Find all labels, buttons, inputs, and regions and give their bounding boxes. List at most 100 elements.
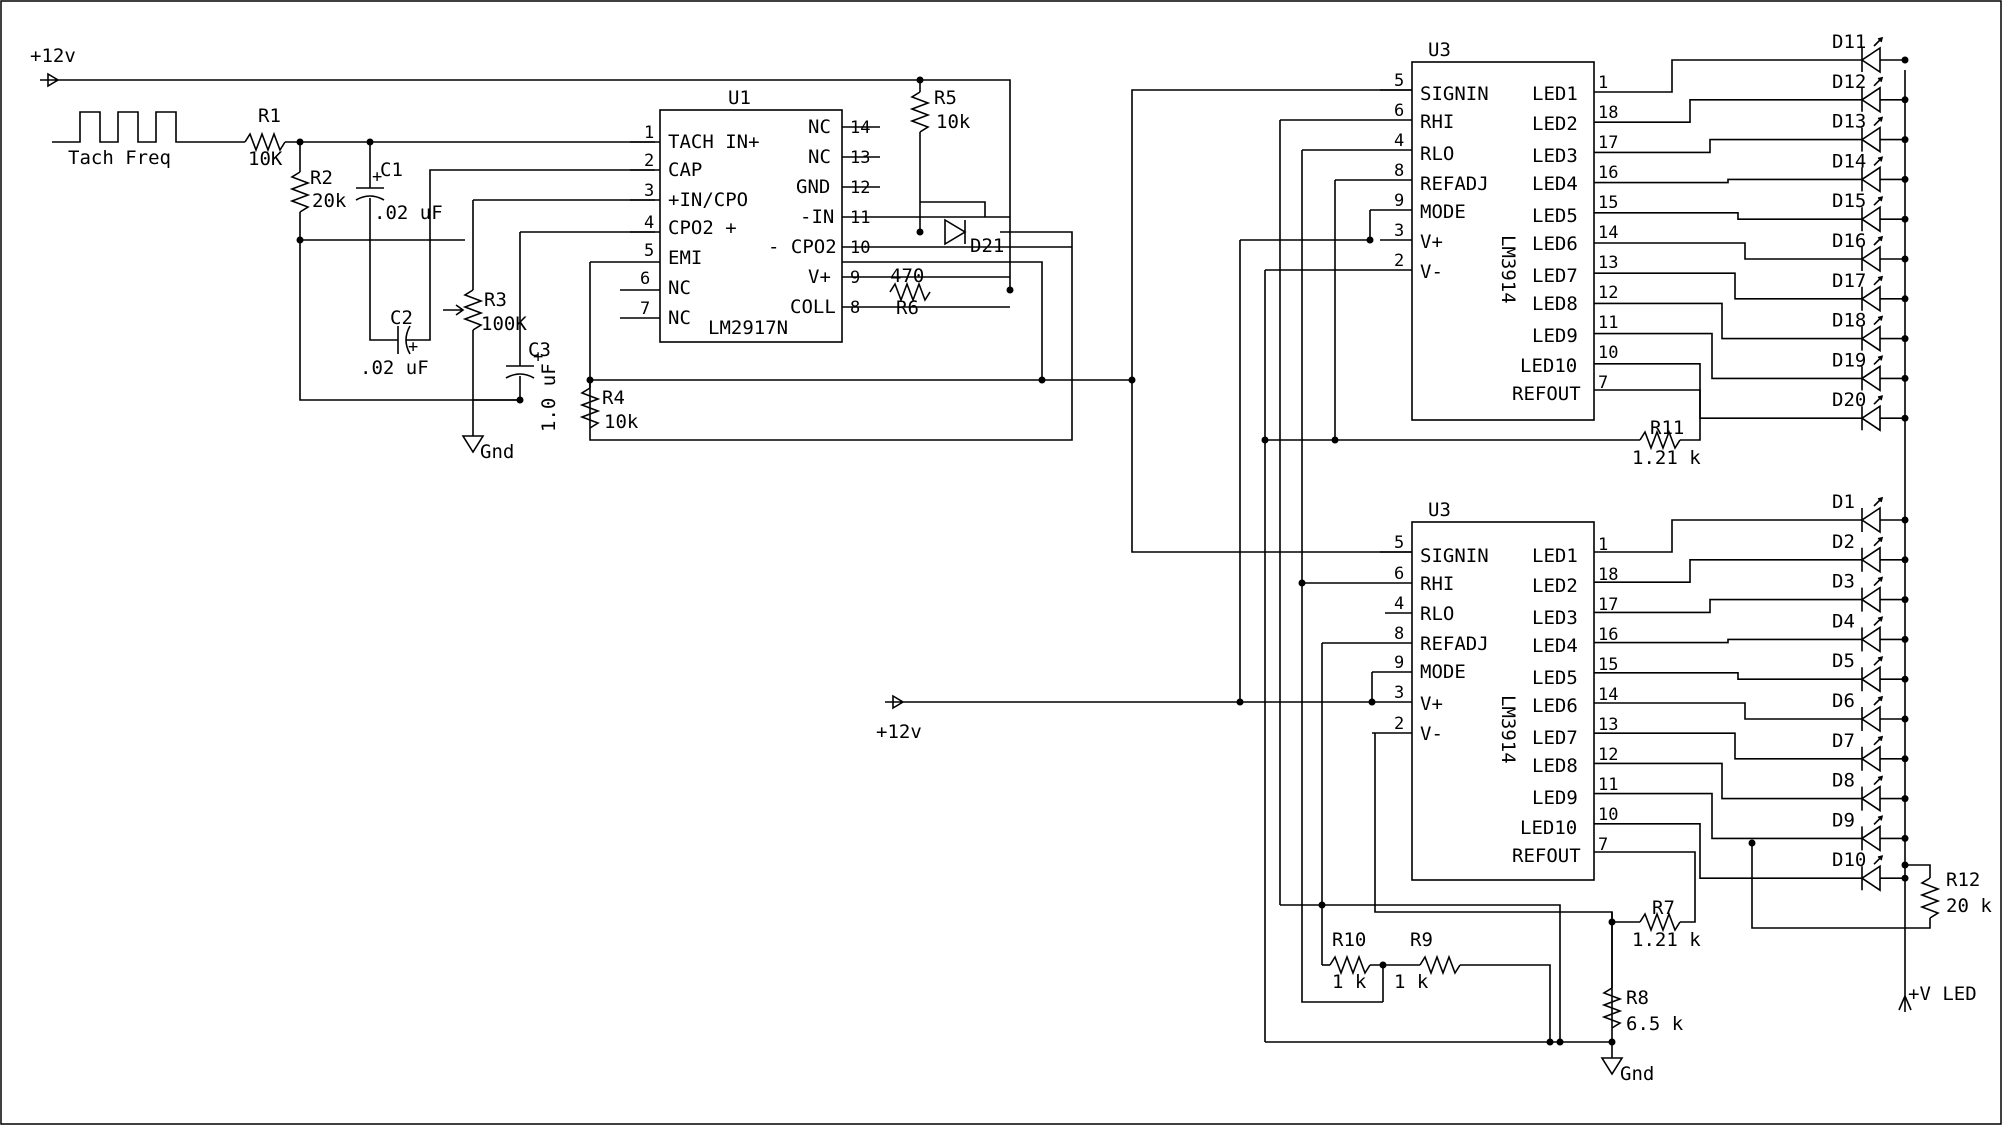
light-emission-icon bbox=[1873, 496, 1884, 507]
led-label: D1 bbox=[1832, 491, 1855, 513]
r8-ref: R8 bbox=[1626, 987, 1649, 1009]
ic-u3-top-body bbox=[1411, 61, 1595, 421]
u3-bottom-designator: U3 bbox=[1428, 499, 1451, 521]
u3t-pin-label: LED7 bbox=[1532, 265, 1578, 287]
u3b-pin-num: 12 bbox=[1598, 745, 1618, 765]
r6-ref: R6 bbox=[896, 297, 919, 319]
u3t-pin-label: V+ bbox=[1420, 231, 1443, 253]
u1-pin-label: EMI bbox=[668, 247, 702, 269]
u1-pin-label: - CPO2 bbox=[768, 236, 837, 258]
u3b-right-pins: LED1 1 LED2 18 LED3 17 LED4 16 LED5 15 L… bbox=[1512, 535, 1618, 867]
u1-right-pins: NC 14 NC 13 GND 12 -IN 11 - CPO2 10 V+ 9… bbox=[768, 116, 1072, 318]
r7-ref: R7 bbox=[1652, 897, 1675, 919]
r12-value: 20 k bbox=[1946, 895, 1992, 917]
wire bbox=[920, 201, 986, 217]
led-label: D5 bbox=[1832, 650, 1855, 672]
u3t-pin-label: REFADJ bbox=[1420, 173, 1489, 195]
led-diode bbox=[1848, 735, 1905, 773]
r1-value: 10K bbox=[248, 148, 283, 170]
u3b-pin-num: 8 bbox=[1394, 624, 1404, 644]
c2-ref: C2 bbox=[390, 307, 413, 329]
junction bbox=[916, 228, 924, 236]
wire-vplus-top bbox=[1239, 239, 1370, 700]
u3t-pin-label: RHI bbox=[1420, 111, 1454, 133]
potentiometer-r3 bbox=[462, 289, 484, 331]
wire-r3-top bbox=[472, 199, 655, 290]
u1-pin-label: NC bbox=[668, 277, 691, 299]
light-emission-icon bbox=[1873, 536, 1884, 547]
u3-bottom-section: U3 LM3914 5 SIGNIN 6 RHI 4 RLO 8 REFADJ … bbox=[1265, 491, 1909, 1085]
d21-ref: D21 bbox=[970, 235, 1004, 257]
led-label: D18 bbox=[1832, 310, 1866, 332]
r7-value: 1.21 k bbox=[1632, 929, 1701, 951]
led-diode bbox=[1848, 76, 1905, 114]
u1-pin-num: 2 bbox=[644, 151, 654, 171]
u3b-pin-num: 15 bbox=[1598, 655, 1618, 675]
u3b-pin-label: V+ bbox=[1420, 693, 1443, 715]
r8-value: 6.5 k bbox=[1626, 1013, 1684, 1035]
led-label: D11 bbox=[1832, 31, 1866, 53]
u3t-pin-label: REFOUT bbox=[1512, 383, 1581, 405]
r9-ref: R9 bbox=[1410, 929, 1433, 951]
u3t-pin-label: LED10 bbox=[1520, 355, 1577, 377]
supply-label-mid: +12v bbox=[876, 721, 922, 743]
led-label: D9 bbox=[1832, 809, 1855, 831]
u3b-pin-label: SIGNIN bbox=[1420, 545, 1489, 567]
u3b-pin-label: LED1 bbox=[1532, 545, 1578, 567]
u3t-pin-label: LED6 bbox=[1532, 233, 1578, 255]
u3t-pin-num: 12 bbox=[1598, 283, 1618, 303]
u1-pin-num: 9 bbox=[850, 268, 860, 288]
r10-value: 1 k bbox=[1332, 971, 1367, 993]
u3b-pin-label: V- bbox=[1420, 723, 1443, 745]
u3t-pin-label: LED3 bbox=[1532, 145, 1578, 167]
u3b-pin-label: REFOUT bbox=[1512, 845, 1581, 867]
wire-rhi-bot bbox=[1301, 583, 1383, 1003]
ground-icon bbox=[461, 435, 485, 454]
r12-ref: R12 bbox=[1946, 869, 1980, 891]
led-diode bbox=[1848, 395, 1905, 432]
led-label: D10 bbox=[1832, 849, 1866, 871]
u3t-pin-label: LED5 bbox=[1532, 205, 1578, 227]
wire-emi-loop bbox=[589, 231, 1073, 441]
led-diode bbox=[1848, 775, 1905, 813]
u3t-pin-num: 3 bbox=[1394, 221, 1404, 241]
r10-ref: R10 bbox=[1332, 929, 1366, 951]
junction bbox=[1546, 1038, 1554, 1046]
light-emission-icon bbox=[1873, 156, 1884, 166]
junction bbox=[1748, 839, 1756, 847]
u1-pin-num: 3 bbox=[644, 181, 654, 201]
r11-ref: R11 bbox=[1650, 417, 1684, 439]
resistor-r1 bbox=[244, 131, 286, 153]
u3b-pin-num: 4 bbox=[1394, 594, 1404, 614]
u3b-pin-num: 6 bbox=[1394, 564, 1404, 584]
light-emission-icon bbox=[1873, 275, 1884, 286]
gnd-label-left: Gnd bbox=[480, 441, 514, 463]
u1-pin-label: +IN/CPO bbox=[668, 189, 748, 211]
resistor-r5 bbox=[909, 91, 931, 133]
led-diode bbox=[1848, 695, 1905, 733]
u3t-pin-label: LED8 bbox=[1532, 293, 1578, 315]
pot-wiper-arrow-icon bbox=[443, 304, 465, 316]
r3-value: 100K bbox=[481, 313, 527, 335]
gnd-label-right: Gnd bbox=[1620, 1063, 1654, 1085]
ic-u1-body bbox=[659, 109, 843, 343]
wire-vminus-top bbox=[1264, 269, 1380, 1042]
u1-pin-num: 7 bbox=[640, 299, 650, 319]
u3-top-part: LM3914 bbox=[1497, 235, 1519, 304]
u1-pin-num: 10 bbox=[850, 238, 870, 258]
u3b-pin-label: LED5 bbox=[1532, 667, 1578, 689]
u1-pin-label: CPO2 + bbox=[668, 217, 737, 239]
diode-d21 bbox=[944, 218, 967, 246]
led-diode bbox=[1848, 116, 1905, 154]
resistor-r11 bbox=[1639, 429, 1681, 451]
u3t-pin-label: LED2 bbox=[1532, 113, 1578, 135]
r3-ref: R3 bbox=[484, 289, 507, 311]
u3t-right-pins: LED1 1 LED2 18 LED3 17 LED4 16 LED5 15 L… bbox=[1512, 73, 1618, 405]
wire-r12-return bbox=[1751, 843, 1931, 929]
u3t-pin-label: LED1 bbox=[1532, 83, 1578, 105]
c2-value: .02 uF bbox=[360, 357, 429, 379]
capacitor-c1 bbox=[355, 187, 385, 201]
u3-top-designator: U3 bbox=[1428, 39, 1451, 61]
c3-ref: C3 bbox=[528, 339, 551, 361]
